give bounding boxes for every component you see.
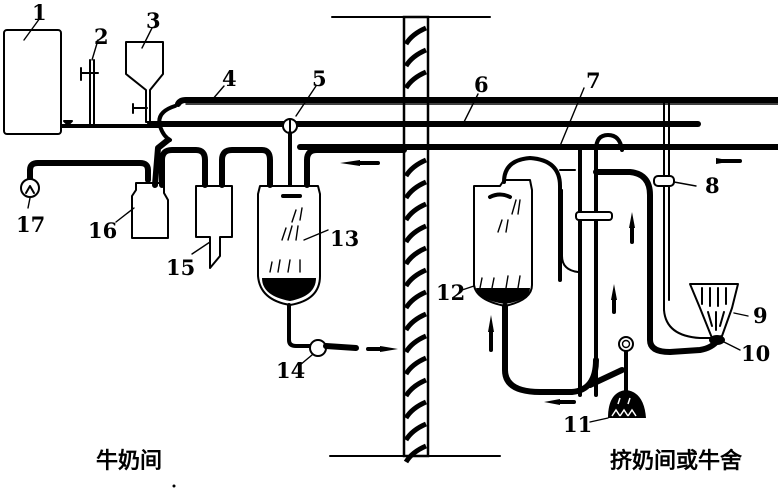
receiver-jar [257, 185, 329, 306]
milk-room-pipes [27, 137, 407, 188]
label-8: 8 [705, 173, 720, 198]
u-connector [157, 104, 177, 142]
milk-pump [309, 339, 327, 357]
leader-10 [723, 341, 741, 351]
pipe-clamp-8 [653, 175, 675, 187]
claw [709, 335, 725, 345]
teat-cup-cluster [689, 283, 749, 351]
wall-hatch-stroke [403, 289, 428, 310]
wall-hatch-stroke [403, 223, 428, 244]
label-7: 7 [586, 68, 601, 93]
leader-17 [27, 197, 31, 209]
wall-hatch-stroke [403, 201, 428, 222]
milking-tubes [502, 87, 721, 397]
vacuum-tank [3, 29, 62, 135]
leader-2 [91, 39, 99, 61]
wall [329, 15, 501, 464]
leader-4 [211, 85, 225, 101]
wall-hatch-stroke [403, 421, 428, 442]
label-15: 15 [166, 255, 195, 280]
recorder-milk-level [476, 288, 530, 304]
leader-7 [559, 87, 585, 147]
recorder-jar [461, 156, 562, 307]
label-9: 9 [753, 303, 768, 328]
milk-level [262, 278, 316, 301]
sanitary-trap [195, 185, 233, 269]
spray-marks [269, 207, 303, 273]
leader-3 [141, 27, 153, 49]
label-14: 14 [276, 358, 305, 383]
leader-9 [733, 312, 749, 317]
leader-15 [191, 241, 211, 255]
flow-arrows [340, 158, 742, 405]
leader-5 [295, 85, 317, 117]
label-5: 5 [312, 66, 327, 91]
wall-hatch-stroke [403, 333, 428, 354]
wall-hatch-stroke [403, 47, 428, 68]
label-1: 1 [32, 0, 47, 25]
leader-13 [303, 229, 329, 241]
wall-hatch-stroke [403, 25, 428, 46]
stray-dot [172, 484, 176, 488]
label-12: 12 [436, 280, 465, 305]
number-labels: 1 2 3 4 5 6 7 8 9 10 11 12 13 14 15 16 1… [16, 0, 770, 437]
wall-hatch-stroke [403, 69, 428, 90]
label-4: 4 [222, 66, 237, 91]
leader-12 [461, 285, 475, 291]
leader-6 [463, 93, 479, 123]
vacuum-main-line [175, 97, 778, 107]
leader-16 [115, 207, 135, 223]
pump-outlet-pipe [323, 343, 359, 351]
label-16: 16 [88, 218, 117, 243]
label-10: 10 [741, 341, 770, 366]
wall-hatch-stroke [403, 245, 428, 266]
cluster-hanger [589, 336, 646, 423]
long-milk-tube [593, 169, 721, 355]
room-label-milk-room: 牛奶间 [96, 448, 162, 474]
leader-11 [589, 417, 609, 423]
interceptor [131, 182, 169, 239]
label-6: 6 [474, 72, 489, 97]
wall-hatch-stroke [403, 399, 428, 420]
wall-hatching [403, 25, 428, 464]
wall-hatch-stroke [403, 179, 428, 200]
wall-hatch-stroke [403, 443, 428, 464]
teat-cups [689, 283, 739, 339]
label-17: 17 [16, 212, 45, 237]
wall-hatch-stroke [403, 377, 428, 398]
pump-inlet-pipe [287, 303, 312, 348]
tube-clamp [575, 211, 613, 221]
room-label-milking-parlor: 挤奶间或牛舍 [610, 448, 743, 474]
label-3: 3 [146, 8, 161, 33]
leader-lines [23, 17, 479, 255]
tank-valve-icon [63, 120, 73, 126]
label-13: 13 [330, 226, 359, 251]
wall-hatch-stroke [403, 311, 428, 332]
leader-8 [673, 181, 697, 187]
wall-hatch-stroke [403, 267, 428, 288]
milk-tube-loop [502, 303, 599, 395]
recorder-spray-marks [479, 199, 521, 289]
label-11: 11 [563, 412, 592, 437]
wash-funnel [125, 41, 164, 123]
leader-1 [23, 17, 41, 41]
label-2: 2 [94, 24, 109, 49]
wall-hatch-stroke [403, 157, 428, 178]
wall-hatch-stroke [403, 355, 428, 376]
